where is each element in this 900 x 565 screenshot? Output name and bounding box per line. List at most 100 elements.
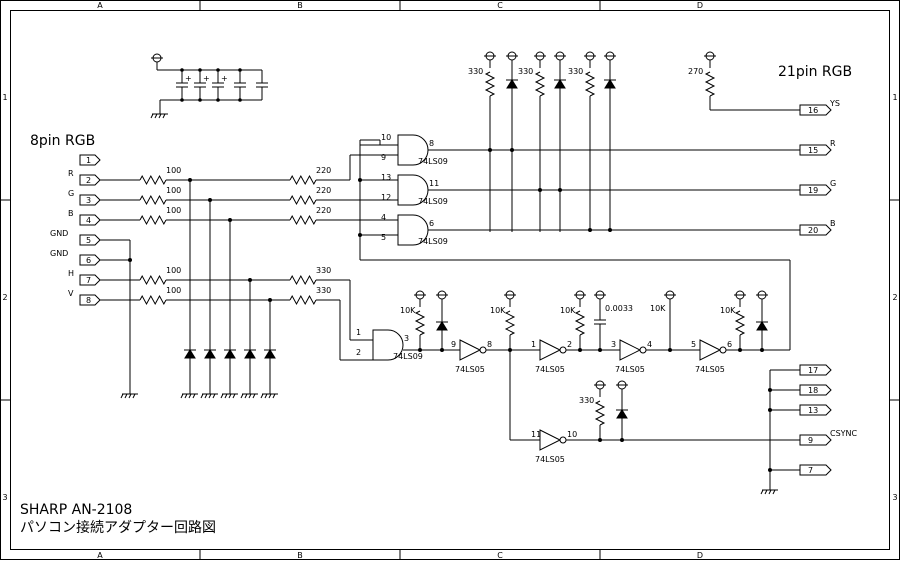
pullup-10k: 10K (400, 306, 426, 336)
and-gate-body (397, 214, 429, 246)
resistor-h-100: 100 (139, 266, 181, 286)
ground-symbol (760, 489, 778, 495)
gate-pin-in1: 13 (381, 173, 391, 182)
ground-symbol (200, 393, 218, 399)
output-pin: 15R (799, 139, 836, 156)
resistor-label: 330 (568, 67, 583, 76)
output-pin: 18 (799, 384, 832, 396)
input-pin-label: R (68, 169, 74, 178)
resistor-g-100: 100 (139, 186, 181, 206)
resistor-label: 100 (166, 206, 181, 215)
decoupling-capacitor: + (212, 68, 228, 102)
output-pin-flag (799, 384, 832, 396)
inverter-type-label: 74LS05 (535, 365, 565, 374)
output-pin-number: 17 (808, 366, 818, 375)
vcc-symbol (604, 51, 616, 68)
junction-dot (760, 348, 764, 352)
input-pin-number: 4 (86, 216, 91, 225)
gate-pin-out: 11 (429, 179, 439, 188)
vcc-symbol (506, 51, 518, 68)
resistor-zigzag (584, 71, 596, 97)
resistor-v-100: 100 (139, 286, 181, 306)
resistor-label: 270 (688, 67, 703, 76)
inverter-body (459, 339, 482, 361)
diode-body (604, 79, 616, 89)
resistor-zigzag (139, 194, 167, 206)
input-pin-number: 8 (86, 296, 91, 305)
resistor-label: 330 (316, 266, 331, 275)
resistor-zigzag (289, 294, 317, 306)
input-pin-flag (79, 254, 101, 266)
input-pin-number: 6 (86, 256, 91, 265)
gate-pin-in1: 4 (381, 213, 386, 222)
capacitor-node-top (198, 68, 202, 72)
resistor-b-100: 100 (139, 206, 181, 226)
resistor-label: 100 (166, 166, 181, 175)
vcc-symbol (574, 290, 586, 307)
resistor-zigzag (289, 274, 317, 286)
diode-body (436, 321, 448, 331)
input-pin-flag (79, 234, 101, 246)
row-label-2-right: 2 (892, 293, 897, 302)
col-label-c-top: C (497, 1, 503, 10)
vcc-symbol (504, 290, 516, 307)
output-pin-label: YS (829, 99, 840, 108)
resistor-zigzag (289, 194, 317, 206)
gate-pin-out: 6 (429, 219, 434, 228)
diode-body (204, 349, 216, 359)
gate-type-label: 74LS09 (418, 197, 448, 206)
col-label-a-top: A (97, 1, 103, 10)
resistor-r-100: 100 (139, 166, 181, 186)
diode-body (506, 79, 518, 89)
junction-dot (768, 408, 772, 412)
capacitor-polarity: + (185, 74, 192, 83)
resistor-zigzag (594, 400, 606, 426)
resistor-zigzag (484, 71, 496, 97)
pullup-10k: 10K (560, 306, 586, 336)
decoupling-capacitors: +++ (150, 53, 268, 119)
output-pin: 19G (799, 179, 836, 196)
output-pin-number: 9 (808, 436, 813, 445)
output-pin: 20 B (799, 219, 836, 236)
vcc-symbol (664, 290, 676, 307)
input-pin-flag (79, 274, 101, 286)
vcc-symbol (704, 51, 716, 68)
vcc-symbol (414, 290, 426, 307)
resistor-zigzag (504, 310, 516, 336)
output-pin-number: 20 (808, 226, 818, 235)
inverter-type-label: 74LS05 (535, 455, 565, 464)
inverter-pin-in: 9 (451, 340, 456, 349)
csync-clamp-diode (616, 409, 628, 419)
title-line1: SHARP AN-2108 (20, 502, 132, 518)
resistor-label: 330 (468, 67, 483, 76)
connector-in-title: 8pin RGB (30, 133, 95, 149)
pullup-resistor-330: 330 (568, 67, 596, 97)
resistor-zigzag (139, 174, 167, 186)
output-pin-label: B (830, 219, 836, 228)
resistor-label: 330 (579, 396, 594, 405)
output-pin: 7 (799, 464, 832, 476)
output-pin-number: 19 (808, 186, 818, 195)
junction-dot (620, 438, 624, 442)
input-pin-number: 3 (86, 196, 91, 205)
output-pin-number: 15 (808, 146, 818, 155)
ground-symbol (260, 393, 278, 399)
inverter-pin-in: 11 (531, 430, 541, 439)
input-clamp-diode (204, 349, 216, 359)
inverter-pin-in: 1 (531, 340, 536, 349)
output-pin-flag (799, 184, 832, 196)
capacitor-node-bottom (180, 98, 184, 102)
capacitor-node-top (238, 68, 242, 72)
gate-pin-out: 3 (404, 334, 409, 343)
vcc-symbol (594, 380, 606, 397)
clamp-diode (604, 79, 616, 89)
